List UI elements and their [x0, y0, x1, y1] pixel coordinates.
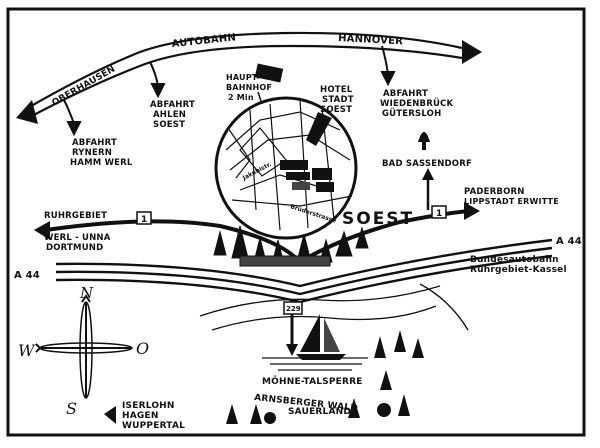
exit-ahlen-arrow [149, 61, 166, 99]
label-exit-wiedenbrueck-2: WIEDENBRÜCK [380, 98, 453, 109]
arrow-west-oberhausen [16, 100, 38, 124]
label-exit-rhynern-2: RYNERN [72, 148, 112, 158]
route-1-left: 1 [141, 215, 147, 225]
sailboat-icon [296, 314, 346, 360]
label-exit-rhynern-3: HAMM WERL [70, 158, 133, 168]
label-bundesautobahn-2: Ruhrgebiet-Kassel [470, 265, 567, 275]
exit-rhynern-arrow [63, 99, 82, 137]
label-werl-1: WERL - UNNA [44, 233, 111, 243]
arrow-south-moehne [286, 344, 298, 356]
label-exit-ahlen-2: AHLEN [153, 110, 186, 120]
hills-lines [199, 283, 469, 331]
compass-o: O [136, 339, 149, 358]
route-1-right: 1 [436, 209, 442, 219]
label-hotel-2: STADT [322, 95, 354, 105]
autobahn-top [25, 31, 463, 119]
label-bad-sassendorf: BAD SASSENDORF [382, 159, 472, 169]
label-a44-right: A 44 [556, 236, 582, 247]
forest-trees [226, 330, 424, 424]
compass-rose [35, 294, 133, 399]
label-hbf-3: 2 Min [228, 93, 254, 102]
compass-n: N [79, 284, 94, 302]
label-hotel-1: HOTEL [320, 85, 353, 95]
arrow-north-bad-sassendorf [422, 168, 434, 180]
label-iserlohn-1: ISERLOHN [122, 401, 175, 411]
label-soest: SOEST [342, 209, 414, 229]
label-hotel-3: SOEST [320, 105, 352, 115]
old-town-skyline [213, 225, 369, 267]
label-hbf-1: HAUPT- [226, 73, 260, 82]
label-werl-2: DORTMUND [46, 243, 103, 253]
city-inset-buildings [254, 63, 334, 192]
route-229: 229 [286, 305, 301, 313]
hotel-pointer-arrow [306, 112, 332, 146]
route-1-shield-right [431, 205, 447, 219]
compass-s: S [66, 399, 77, 418]
label-a44-left: A 44 [14, 270, 40, 281]
label-exit-wiedenbrueck-3: GÜTERSLOH [382, 108, 441, 119]
arrow-east-hannover [462, 40, 482, 64]
label-moehne: MÖHNE-TALSPERRE [262, 376, 363, 387]
label-exit-rhynern-1: ABFAHRT [72, 138, 117, 148]
label-bundesautobahn-1: Bundesautobahn [470, 255, 559, 265]
label-exit-wiedenbrueck-1: ABFAHRT [383, 89, 428, 99]
label-iserlohn-3: WUPPERTAL [122, 421, 185, 431]
label-paderborn-1: PADERBORN [464, 187, 525, 197]
label-arnsberg-2: SAUERLAND [288, 407, 351, 417]
label-iserlohn-2: HAGEN [122, 411, 159, 421]
arrow-west-werl [34, 221, 50, 240]
exit-wiedenbrueck-arrow [380, 45, 396, 87]
label-exit-ahlen-3: SOEST [153, 120, 185, 130]
label-hbf-2: BAHNHOF [226, 83, 272, 92]
route-229-shield [283, 301, 303, 315]
arrow-east-paderborn [464, 202, 480, 220]
label-hannover: HANNOVER [338, 33, 404, 47]
label-exit-ahlen-1: ABFAHRT [150, 100, 195, 110]
bad-sassendorf-fountain-icon [418, 132, 430, 150]
arrow-southwest-iserlohn [104, 406, 116, 424]
hbf-pointer [257, 91, 263, 105]
compass-w: W [18, 341, 36, 360]
label-ruhrgebiet-left: RUHRGEBIET [44, 211, 107, 221]
label-paderborn-2: LIPPSTADT ERWITTE [464, 197, 559, 206]
route-1-shield-left [136, 211, 152, 225]
